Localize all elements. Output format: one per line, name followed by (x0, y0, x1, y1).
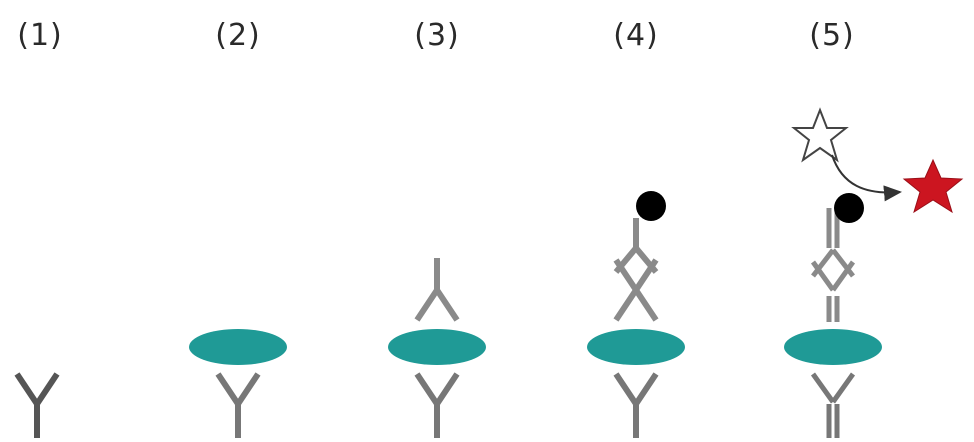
step-2-antigen (189, 329, 287, 365)
step-5-enzyme-label (834, 193, 864, 223)
step-3-detection-antibody (414, 258, 460, 322)
step-4-secondary-antibody (613, 218, 659, 274)
step-3-label: (3) (414, 18, 460, 53)
step-2-capture-antibody (215, 372, 261, 438)
step-4-enzyme-label (636, 191, 666, 221)
step-4-capture-antibody (613, 372, 659, 438)
step-4-antigen (587, 329, 685, 365)
step-1-label: (1) (17, 18, 63, 53)
step-5-detection-antibody (810, 260, 856, 322)
step-3-capture-antibody (414, 372, 460, 438)
product-star-icon (902, 158, 964, 214)
conversion-arrow (831, 154, 902, 202)
substrate-star-icon (791, 107, 849, 163)
step-3-antigen (388, 329, 486, 365)
step-5-antigen (784, 329, 882, 365)
step-1-capture-antibody (14, 372, 60, 438)
step-4-label: (4) (613, 18, 659, 53)
step-5-capture-antibody (810, 372, 856, 438)
step-2-label: (2) (215, 18, 261, 53)
step-5-label: (5) (809, 18, 855, 53)
